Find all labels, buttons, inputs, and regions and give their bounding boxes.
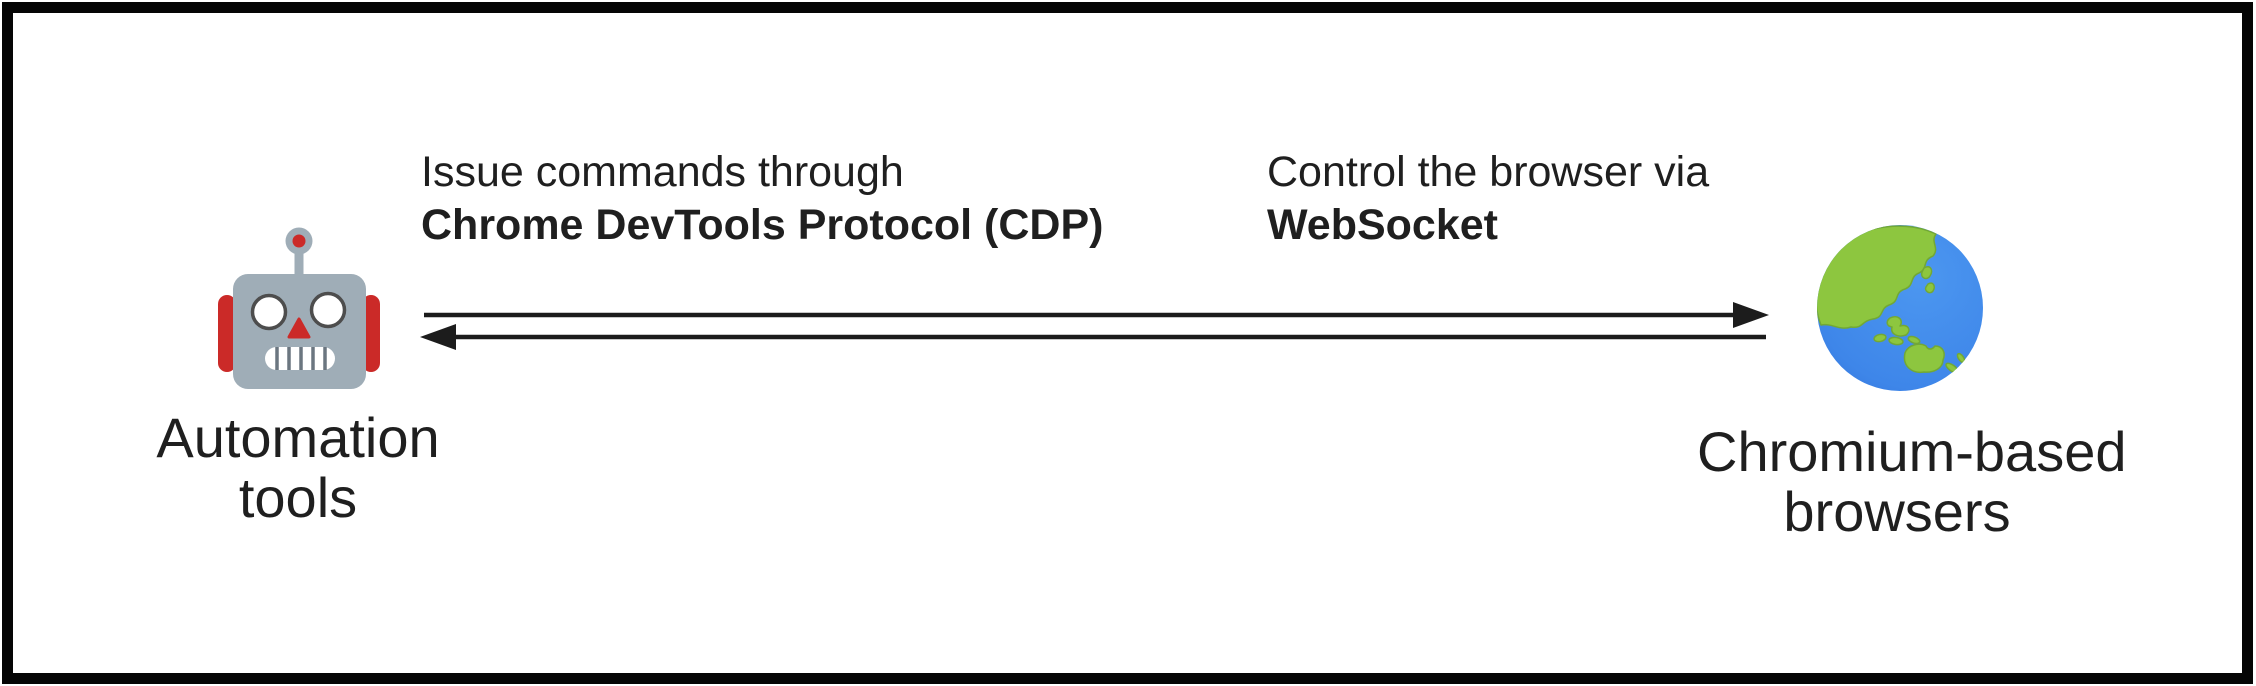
automation-tools-label-line2: tools (238, 466, 358, 529)
websocket-arrow-label-line2: WebSocket (1267, 201, 1498, 249)
arrow-to-browser (424, 302, 1769, 328)
websocket-arrow-label-line1: Control the browser via (1267, 148, 1710, 196)
chromium-browsers-label: Chromium-based browsers (1697, 420, 2127, 543)
automation-tools-label: Automation tools (98, 408, 498, 528)
automation-tools-label-line1: Automation (156, 406, 440, 469)
cdp-arrow-label-line1: Issue commands through (421, 148, 904, 196)
globe-icon (1817, 225, 1983, 391)
robot-icon (218, 227, 380, 389)
websocket-arrow-label: Control the browser via WebSocket (1267, 146, 1709, 252)
arrow-to-tools (420, 324, 1766, 350)
chromium-browsers-label-line1: Chromium-based (1697, 420, 2127, 483)
chromium-browsers-label-line2: browsers (1783, 480, 2011, 543)
cdp-arrow-label: Issue commands through Chrome DevTools P… (421, 146, 1103, 252)
cdp-arrow-label-line2: Chrome DevTools Protocol (CDP) (421, 201, 1104, 249)
